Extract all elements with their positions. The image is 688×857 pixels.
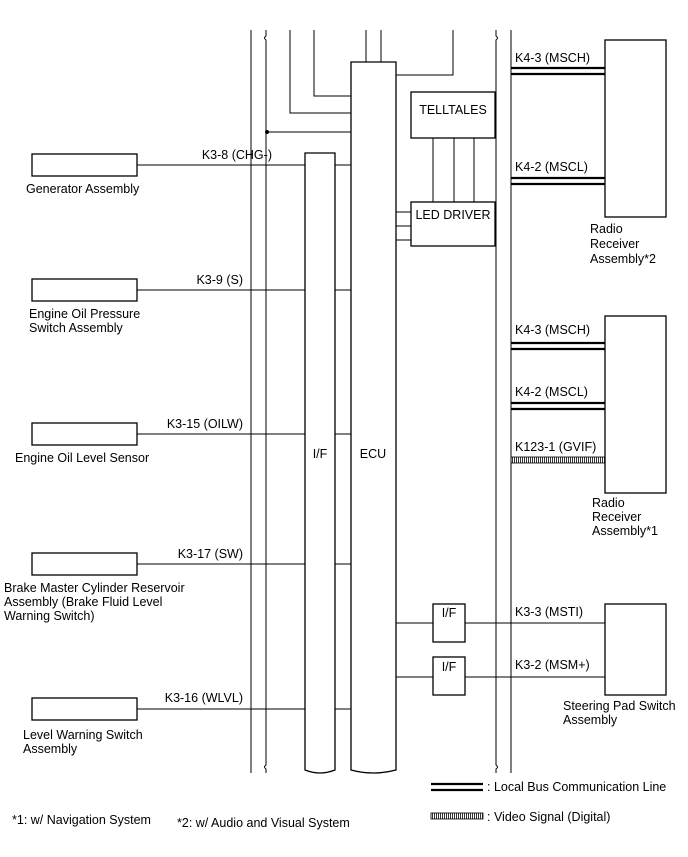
- ecu-label: ECU: [360, 447, 386, 461]
- radio-nav-terminal-mscl: K4-2 (MSCL): [515, 385, 588, 399]
- ecu-block: ECU: [350, 61, 397, 774]
- oil-pressure-switch: Engine Oil Pressure Switch Assembly K3-9…: [29, 273, 243, 335]
- note-navigation: *1: w/ Navigation System: [12, 813, 151, 827]
- footnotes: *1: w/ Navigation System *2: w/ Audio an…: [12, 813, 350, 830]
- radio-nav-label-2: Receiver: [592, 510, 641, 524]
- radio-av-terminal-mscl: K4-2 (MSCL): [515, 160, 588, 174]
- brake-label-3: Warning Switch): [4, 609, 95, 623]
- oil-level-label: Engine Oil Level Sensor: [15, 451, 149, 465]
- radio-nav-label-3: Assembly*1: [592, 524, 658, 538]
- radio-nav-terminal-msch: K4-3 (MSCH): [515, 323, 590, 337]
- radio-nav-terminal-gvif: K123-1 (GVIF): [515, 440, 596, 454]
- brake-label-1: Brake Master Cylinder Reservoir: [4, 581, 185, 595]
- brake-terminal: K3-17 (SW): [178, 547, 243, 561]
- radio-av-label-2: Receiver: [590, 237, 639, 251]
- if-block-small-1: I/F: [432, 603, 466, 643]
- telltales-label: TELLTALES: [419, 103, 487, 117]
- steering-pad-label-2: Assembly: [563, 713, 618, 727]
- oil-level-terminal: K3-15 (OILW): [167, 417, 243, 431]
- radio-receiver-nav: Radio Receiver Assembly*1 K4-3 (MSCH) K4…: [510, 315, 667, 538]
- level-warning-label-2: Assembly: [23, 742, 78, 756]
- if-main-label: I/F: [313, 447, 328, 461]
- input-wires: [137, 164, 351, 710]
- internal-wiring: [265, 30, 605, 678]
- legend-video-label: : Video Signal (Digital): [487, 810, 610, 824]
- note-audio-visual: *2: w/ Audio and Visual System: [177, 816, 350, 830]
- radio-av-terminal-msch: K4-3 (MSCH): [515, 51, 590, 65]
- radio-av-label-1: Radio: [590, 222, 623, 236]
- oil-pressure-label-1: Engine Oil Pressure: [29, 307, 140, 321]
- level-warning-terminal: K3-16 (WLVL): [165, 691, 243, 705]
- level-warning-switch: Level Warning Switch Assembly K3-16 (WLV…: [23, 691, 243, 756]
- oil-pressure-label-2: Switch Assembly: [29, 321, 124, 335]
- led-driver-label: LED DRIVER: [415, 208, 490, 222]
- if-block-small-2: I/F: [432, 656, 466, 696]
- if-small-label-1: I/F: [442, 606, 457, 620]
- radio-receiver-av: Radio Receiver Assembly*2 K4-3 (MSCH) K4…: [511, 39, 667, 266]
- meter-frame: [250, 30, 512, 773]
- legend: : Local Bus Communication Line : Video S…: [430, 780, 666, 824]
- steering-pad-switch: Steering Pad Switch Assembly K3-3 (MSTI)…: [515, 603, 676, 727]
- brake-reservoir-assembly: Brake Master Cylinder Reservoir Assembly…: [4, 547, 243, 623]
- generator-label: Generator Assembly: [26, 182, 140, 196]
- oil-pressure-terminal: K3-9 (S): [196, 273, 243, 287]
- steering-pad-label-1: Steering Pad Switch: [563, 699, 676, 713]
- led-driver-block: LED DRIVER: [410, 201, 496, 247]
- brake-label-2: Assembly (Brake Fluid Level: [4, 595, 162, 609]
- level-warning-label-1: Level Warning Switch: [23, 728, 143, 742]
- legend-bus-label: : Local Bus Communication Line: [487, 780, 666, 794]
- generator-terminal: K3-8 (CHG-): [202, 148, 272, 162]
- telltales-block: TELLTALES: [410, 91, 496, 139]
- steering-terminal-msti: K3-3 (MSTI): [515, 605, 583, 619]
- if-small-label-2: I/F: [442, 660, 457, 674]
- steering-terminal-msm: K3-2 (MSM+): [515, 658, 590, 672]
- radio-nav-label-1: Radio: [592, 496, 625, 510]
- radio-av-label-3: Assembly*2: [590, 252, 656, 266]
- if-block-main: I/F: [304, 152, 336, 774]
- generator-assembly: Generator Assembly K3-8 (CHG-): [26, 148, 272, 196]
- oil-level-sensor: Engine Oil Level Sensor K3-15 (OILW): [15, 417, 243, 465]
